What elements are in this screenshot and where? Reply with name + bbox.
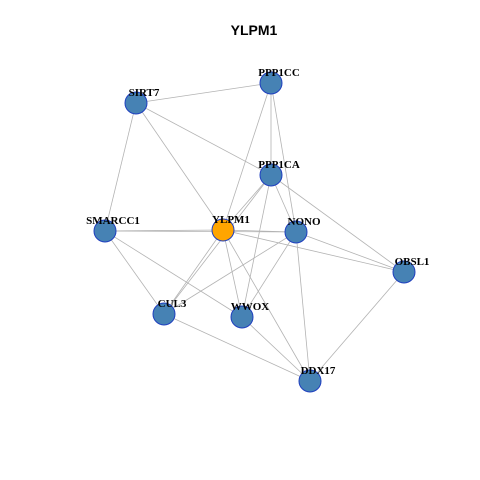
node-label-obsl1: OBSL1	[395, 256, 430, 268]
node-label-nono: NONO	[288, 216, 321, 228]
edge-sirt7-ppp1ca	[135, 102, 272, 176]
node-label-cul3: CUL3	[158, 298, 187, 310]
node-ylpm1	[211, 218, 235, 242]
node-smarcc1	[93, 219, 117, 243]
node-label-ppp1cc: PPP1CC	[258, 67, 300, 79]
edge-ylpm1-nono	[222, 229, 297, 233]
edge-ppp1ca-obsl1	[270, 174, 405, 273]
nodes-layer	[93, 71, 416, 393]
node-ddx17	[298, 369, 322, 393]
node-label-wwox: WWOX	[231, 301, 270, 313]
edge-cul3-ddx17	[163, 313, 311, 382]
node-ppp1ca	[259, 163, 283, 187]
node-label-ppp1ca: PPP1CA	[258, 159, 300, 171]
edge-ylpm1-wwox	[222, 229, 243, 318]
edge-smarcc1-cul3	[104, 230, 165, 315]
edge-ylpm1-ddx17	[222, 229, 311, 382]
edge-sirt7-ylpm1	[135, 102, 224, 231]
node-sirt7	[124, 91, 148, 115]
edge-smarcc1-wwox	[104, 230, 243, 318]
edge-ppp1ca-cul3	[163, 174, 272, 315]
edge-sirt7-smarcc1	[104, 102, 137, 232]
edge-ppp1cc-ylpm1	[222, 82, 272, 231]
edge-sirt7-ppp1cc	[135, 82, 272, 104]
edge-ppp1ca-wwox	[241, 174, 272, 318]
edge-ppp1cc-nono	[270, 82, 297, 233]
edge-nono-cul3	[163, 231, 297, 315]
edge-ppp1ca-ylpm1	[222, 174, 272, 231]
node-ppp1cc	[259, 71, 283, 95]
edge-nono-ddx17	[295, 231, 311, 382]
edge-nono-wwox	[241, 231, 297, 318]
node-wwox	[230, 305, 254, 329]
edge-ylpm1-obsl1	[222, 229, 405, 273]
node-cul3	[152, 302, 176, 326]
node-label-smarcc1: SMARCC1	[86, 215, 140, 227]
edge-wwox-ddx17	[241, 316, 311, 382]
node-obsl1	[392, 260, 416, 284]
node-nono	[284, 220, 308, 244]
graph-title: YLPM1	[231, 22, 278, 38]
edge-ylpm1-cul3	[163, 229, 224, 315]
edges-layer	[104, 82, 405, 382]
edge-nono-obsl1	[295, 231, 405, 273]
node-label-ylpm1: YLPM1	[212, 214, 250, 226]
node-label-sirt7: SIRT7	[129, 87, 160, 99]
edge-obsl1-ddx17	[309, 271, 405, 382]
node-label-ddx17: DDX17	[301, 365, 336, 377]
edge-smarcc1-nono	[104, 230, 297, 233]
